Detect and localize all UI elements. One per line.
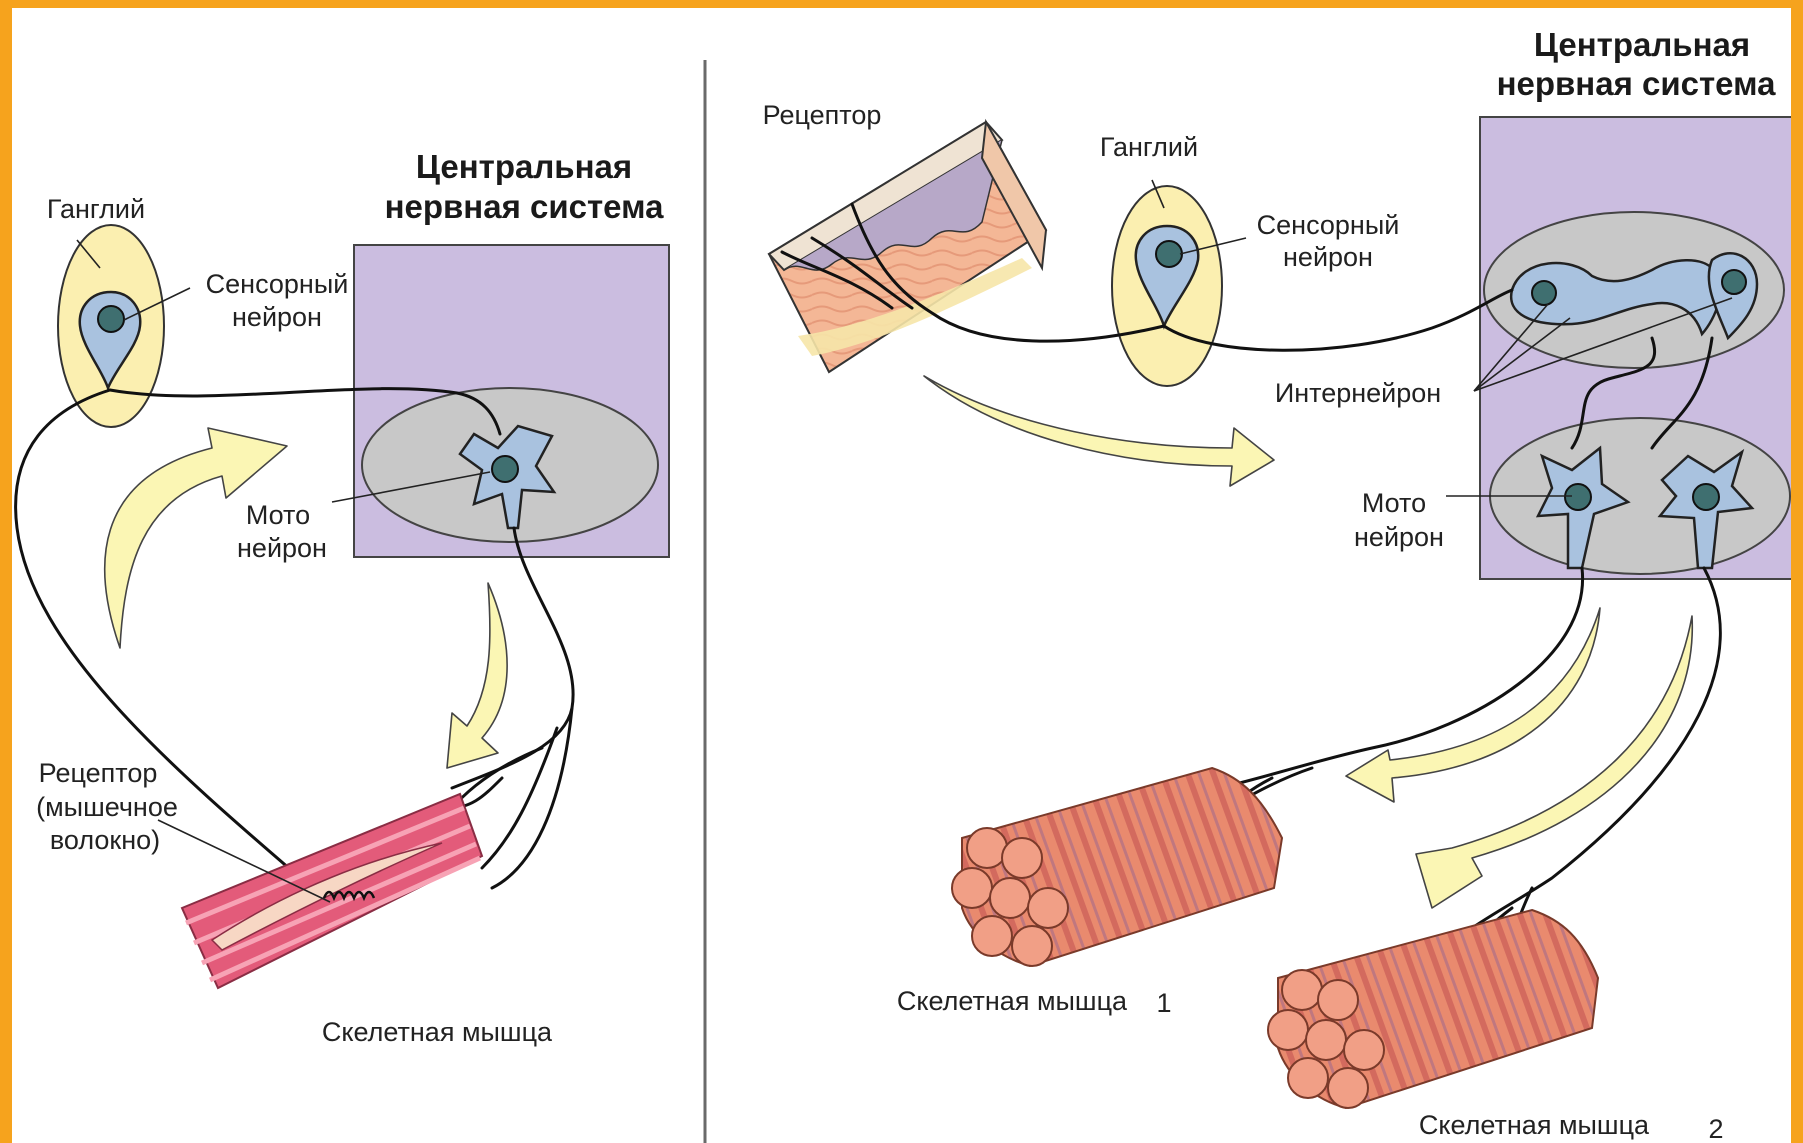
right-receptor-label: Рецептор [763,100,882,130]
right-moto-label-line1: Мото [1362,488,1426,518]
right-interneuron-nucleus-1 [1532,281,1556,305]
left-moto-label-line1: Мото [246,500,310,530]
left-moto-label-line2: нейрон [237,533,327,563]
left-panel: Центральная нервная система Ганглий Сенс… [16,148,669,1047]
left-motor-nucleus [492,456,518,482]
right-motor-nucleus-1 [1565,484,1591,510]
left-cns-title-line2: нервная система [385,188,664,225]
left-muscle-label: Скелетная мышца [322,1017,553,1047]
right-cns-title-line1: Центральная [1534,26,1750,63]
right-skin-receptor [769,122,1046,372]
right-muscle-bundle-2 [1268,910,1598,1108]
right-ganglion-label: Ганглий [1100,132,1198,162]
right-sensory-label-line1: Сенсорный [1257,210,1400,240]
right-cns-title-line2: нервная система [1497,65,1776,102]
left-sensory-label-line1: Сенсорный [206,269,349,299]
left-receptor-label-line2: (мышечное [36,792,178,822]
right-interneuron-label: Интернейрон [1275,378,1441,408]
left-ganglion-label: Ганглий [47,194,145,224]
right-efferent-arrow-1 [1346,608,1600,802]
right-muscle-bundle-1 [952,768,1282,966]
left-receptor-label-line3: волокно) [50,825,160,855]
right-muscle1-label: Скелетная мышца [897,986,1128,1016]
right-afferent-arrow [924,376,1274,486]
right-sensory-label-line2: нейрон [1283,242,1373,272]
left-receptor-label-line1: Рецептор [39,758,158,788]
right-muscle2-label: Скелетная мышца [1419,1110,1650,1140]
left-skeletal-muscle [182,794,482,988]
right-muscle1-number: 1 [1156,988,1171,1018]
right-motor-nucleus-2 [1693,484,1719,510]
left-sensory-nucleus [98,306,124,332]
left-efferent-arrow [447,583,507,768]
left-cns-title-line1: Центральная [416,148,632,185]
right-moto-label-line2: нейрон [1354,522,1444,552]
right-panel: Центральная нервная система Рецептор Ган… [763,26,1791,1143]
right-muscle2-number: 2 [1708,1114,1723,1143]
left-sensory-label-line2: нейрон [232,302,322,332]
reflex-arc-diagram: Центральная нервная система Ганглий Сенс… [12,8,1791,1143]
right-sensory-nucleus [1156,241,1182,267]
diagram-frame: Центральная нервная система Ганглий Сенс… [12,8,1791,1143]
